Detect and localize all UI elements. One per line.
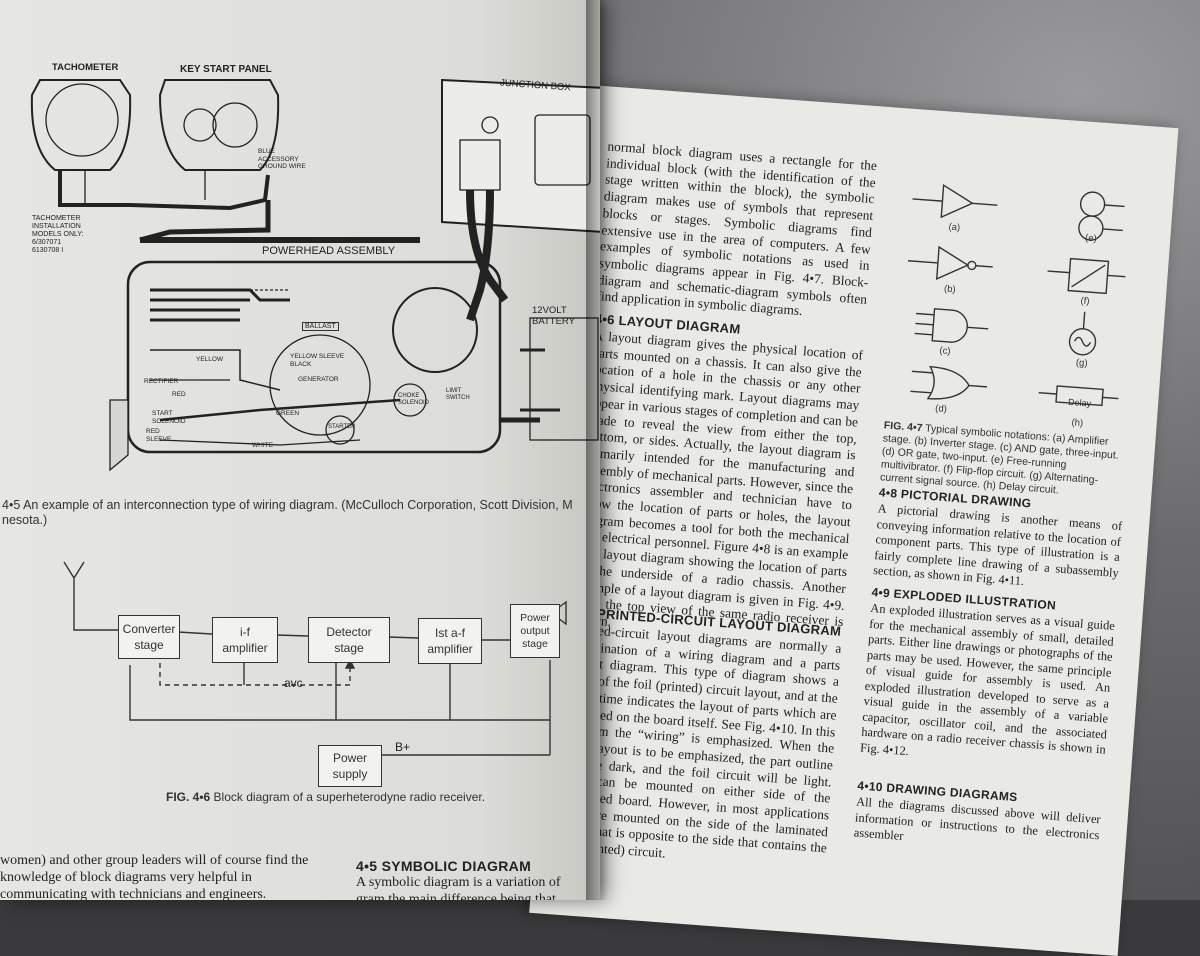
label-limit-switch: LIMIT SWITCH [446,388,470,401]
label-tach-install: TACHOMETER INSTALLATION MODELS ONLY: 6/3… [32,215,84,254]
label-starter: STARTER [328,424,356,430]
label-green-wire: GREEN [276,410,300,417]
symbol-label-b: (b) [943,283,957,296]
label-yellow-sleeve: YELLOW SLEEVE BLACK [290,353,345,368]
fig45-caption-continued: nesota.) [2,513,48,527]
block-power-output-stage: Power output stage [510,604,560,658]
right-page: normal block diagram uses a rectangle fo… [529,85,1179,956]
block-diagram-lines [63,561,567,756]
label-key-start-panel: KEY START PANEL [180,64,272,75]
block-converter-stage: Converter stage [118,615,180,659]
paragraph-block-diagrams-end: women) and other group leaders will of c… [0,853,309,900]
paragraph-drawing-diagrams: All the diagrams discussed above will de… [853,794,1102,843]
symbol-label-d: (d) [934,403,948,415]
block-if-amplifier: i-f amplifier [212,617,278,663]
symbol-label-h: (h) [1071,417,1084,430]
symbol-label-g: (g) [1075,357,1088,370]
label-battery: 12VOLT BATTERY [532,305,575,327]
wiring-diagram-figure [30,78,600,472]
block-power-supply: Power supply [318,745,382,787]
label-ballast: BALLAST [302,322,339,331]
label-yellow-wire: YELLOW [196,356,224,363]
book-gutter-shadow [586,0,608,900]
symbol-label-c: (c) [939,345,951,358]
label-powerhead-assembly: POWERHEAD ASSEMBLY [262,245,396,257]
label-white-wire: WHITE [252,442,273,449]
label-accessory-ground: BLUE ACCESSORY GROUND WIRE [258,148,306,170]
label-red-wire: RED [172,391,186,398]
label-choke-solenoid: CHOKE SOLENOID [398,393,430,406]
heading-symbolic-diagram: 4•5 SYMBOLIC DIAGRAM [356,858,532,874]
symbol-label-f: (f) [1080,295,1090,308]
label-b-plus: B+ [395,740,411,754]
symbol-label-e: (e) [1084,232,1098,245]
fig46-caption: FIG. 4•6 Block diagram of a superheterod… [166,790,486,804]
block-first-af-amplifier: Ist a-f amplifier [418,618,482,664]
symbol-label-a: (a) [948,221,961,234]
block-detector-stage: Detector stage [308,617,390,663]
paragraph-symbolic-continued: normal block diagram uses a rectangle fo… [596,138,878,319]
label-tachometer: TACHOMETER [52,62,119,73]
label-generator: GENERATOR [298,376,339,383]
paragraph-exploded-illustration: An exploded illustration serves as a vis… [859,600,1116,758]
label-avc: avc [284,676,303,690]
label-start-solenoid: START SOLENOID [152,410,186,425]
label-rectifier: RECTIFIER [144,378,179,385]
paragraph-pictorial-drawing: A pictorial drawing is another means of … [872,501,1123,589]
left-page: TACHOMETER KEY START PANEL JUNCTION BOX … [0,0,600,900]
paragraph-layout-diagram: A layout diagram gives the physical loca… [572,328,864,630]
label-red-sleeve: RED SLEEVE [146,428,172,443]
fig45-caption: 4•5 An example of an interconnection typ… [2,498,573,512]
delay-label: Delay [1067,396,1092,409]
paragraph-symbolic-diagram: A symbolic diagram is a variation of gra… [356,875,561,900]
symbolic-notations-figure [907,183,1126,407]
